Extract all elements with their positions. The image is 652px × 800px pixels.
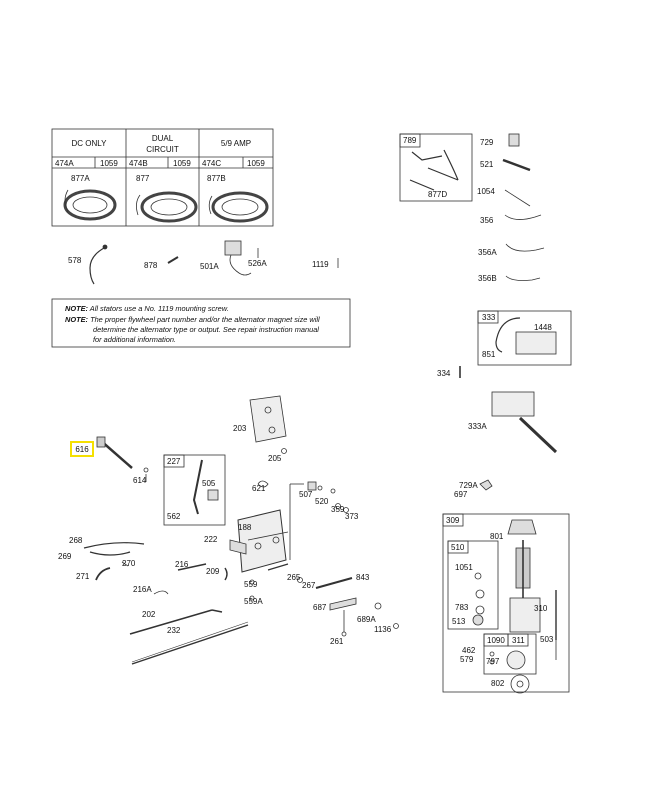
label-356a: 356A: [478, 248, 497, 257]
label-205: 205: [268, 454, 282, 463]
label-1051: 1051: [455, 563, 473, 572]
table-cell-474b: 474B: [129, 159, 148, 168]
label-227: 227: [167, 457, 181, 466]
label-270: 270: [122, 559, 136, 568]
label-559: 559: [244, 580, 258, 589]
label-462: 462: [462, 646, 476, 655]
label-513: 513: [452, 617, 466, 626]
label-202: 202: [142, 610, 156, 619]
label-269: 269: [58, 552, 72, 561]
table-cell-1059-a: 1059: [100, 159, 118, 168]
label-209: 209: [206, 567, 220, 576]
table-header-5-9-amp: 5/9 AMP: [220, 139, 252, 148]
label-1090: 1090: [487, 636, 505, 645]
label-843: 843: [356, 573, 370, 582]
label-503: 503: [540, 635, 554, 644]
label-334: 334: [437, 369, 451, 378]
label-271: 271: [76, 572, 90, 581]
label-579: 579: [460, 655, 474, 664]
note-line-2: NOTE: The proper flywheel part number an…: [65, 315, 320, 324]
label-689a: 689A: [357, 615, 376, 624]
note-line-4: for additional information.: [93, 335, 176, 344]
label-520: 520: [315, 497, 329, 506]
label-789: 789: [403, 136, 417, 145]
label-797: 797: [486, 657, 500, 666]
label-203: 203: [233, 424, 247, 433]
table-cell-474a: 474A: [55, 159, 74, 168]
label-1448: 1448: [534, 323, 552, 332]
label-877: 877: [136, 174, 150, 183]
label-265: 265: [287, 573, 301, 582]
label-505: 505: [202, 479, 216, 488]
stator-table-frame: [51, 128, 274, 227]
label-373: 373: [345, 512, 359, 521]
label-268: 268: [69, 536, 83, 545]
label-614: 614: [133, 476, 147, 485]
note-line-1: NOTE: All stators use a No. 1119 mountin…: [65, 304, 229, 313]
label-697: 697: [454, 490, 468, 499]
label-783: 783: [455, 603, 469, 612]
label-188: 188: [238, 523, 252, 532]
label-877b: 877B: [207, 174, 226, 183]
label-1119: 1119: [312, 260, 329, 269]
label-510: 510: [451, 543, 465, 552]
label-309: 309: [446, 516, 460, 525]
label-356: 356: [480, 216, 494, 225]
stator-877: [140, 191, 198, 223]
label-232: 232: [167, 626, 181, 635]
label-333: 333: [482, 313, 496, 322]
table-cell-1059-c: 1059: [247, 159, 265, 168]
table-cell-474c: 474C: [202, 159, 222, 168]
table-cell-1059-b: 1059: [173, 159, 191, 168]
table-header-dc-only: DC ONLY: [71, 139, 107, 148]
label-877d: 877D: [428, 190, 448, 199]
label-562: 562: [167, 512, 181, 521]
label-729a: 729A: [459, 481, 478, 490]
label-851: 851: [482, 350, 496, 359]
label-310: 310: [534, 604, 548, 613]
label-356b: 356B: [478, 274, 497, 283]
label-261: 261: [330, 637, 344, 646]
stator-877b: [211, 191, 269, 223]
label-333a: 333A: [468, 422, 487, 431]
label-216a: 216A: [133, 585, 152, 594]
label-216: 216: [175, 560, 189, 569]
label-526a: 526A: [248, 259, 267, 268]
label-801: 801: [490, 532, 504, 541]
label-1054: 1054: [477, 187, 495, 196]
label-222: 222: [204, 535, 218, 544]
label-877a: 877A: [71, 174, 90, 183]
label-507: 507: [299, 490, 313, 499]
label-559a: 559A: [244, 597, 263, 606]
stator-477a: [63, 189, 117, 221]
label-1136: 1136: [374, 625, 392, 634]
label-501a: 501A: [200, 262, 219, 271]
highlight-616[interactable]: 616: [70, 441, 94, 457]
label-621: 621: [252, 484, 266, 493]
label-687: 687: [313, 603, 327, 612]
label-802: 802: [491, 679, 505, 688]
label-578: 578: [68, 256, 82, 265]
label-359: 359: [331, 505, 345, 514]
label-521: 521: [480, 160, 494, 169]
label-267: 267: [302, 581, 316, 590]
label-311: 311: [512, 636, 525, 645]
label-878: 878: [144, 261, 158, 270]
note-line-3: determine the alternator type or output.…: [93, 325, 319, 334]
label-729: 729: [480, 138, 494, 147]
